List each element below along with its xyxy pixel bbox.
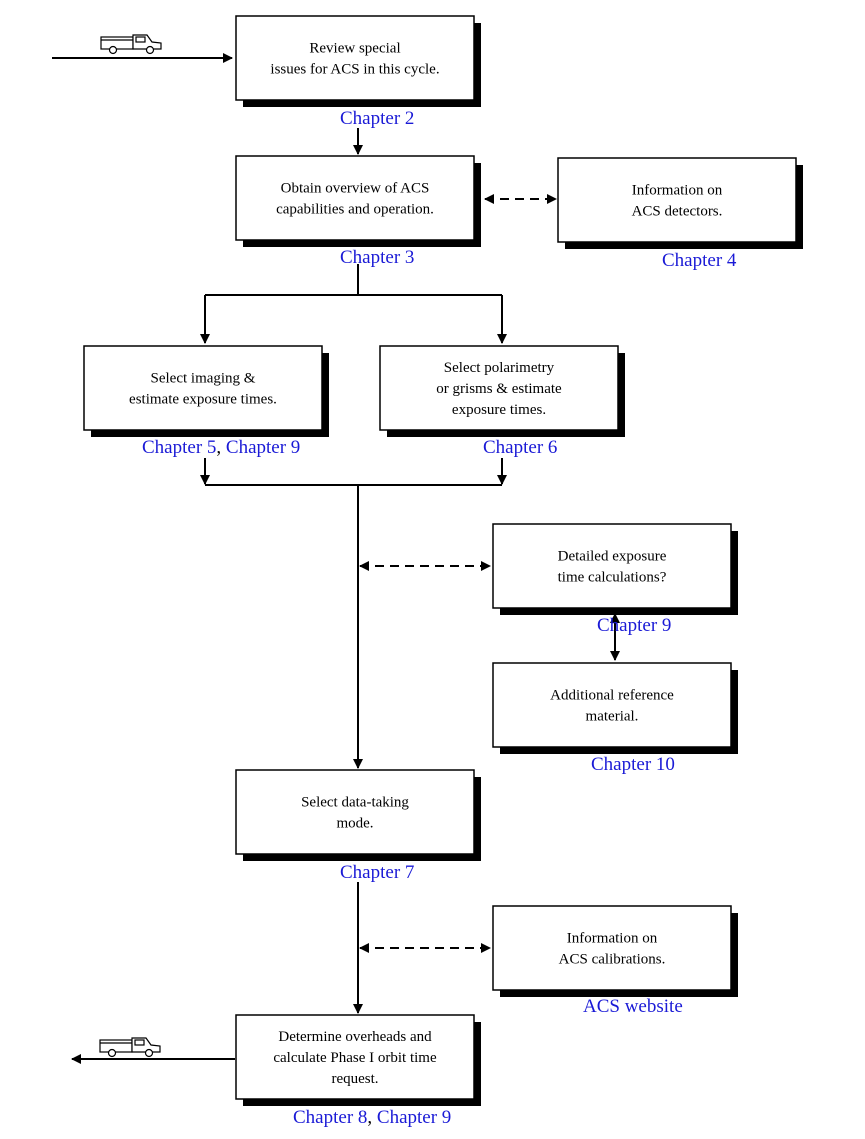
calibrations-reference: ACS website (583, 996, 683, 1017)
connectors (52, 53, 620, 1064)
box-text-line: time calculations? (558, 570, 667, 586)
polarimetry-reference: Chapter 6 (483, 437, 557, 458)
chapter-link[interactable]: Chapter 5 (142, 437, 216, 458)
box-text-line: calculate Phase I orbit time (273, 1050, 437, 1066)
overheads-reference: Chapter 8, Chapter 9 (293, 1107, 451, 1128)
exposure-calc-reference: Chapter 9 (597, 615, 671, 636)
box-frame (492, 905, 732, 991)
box-text-line: capabilities and operation. (276, 202, 434, 218)
box-text-line: or grisms & estimate (436, 381, 562, 397)
detectors-reference: Chapter 4 (662, 250, 737, 271)
overview-box: Obtain overview of ACS capabilities and o… (235, 155, 481, 247)
box-text-line: Additional reference (550, 688, 674, 704)
chapter-link[interactable]: Chapter 9 (377, 1107, 451, 1128)
box-text-line: mode. (336, 816, 373, 832)
box-frame (235, 769, 475, 855)
box-text-line: Detailed exposure (558, 549, 667, 565)
chapter-links: Chapter 2 Chapter 3 Chapter 4 Chapter 5, Ch… (142, 108, 737, 1128)
imaging-reference: Chapter 5, Chapter 9 (142, 437, 300, 458)
data-mode-box: Select data-taking mode. (235, 769, 481, 861)
chapter-link[interactable]: Chapter 6 (483, 437, 557, 458)
detectors-box: Information on ACS detectors. (557, 157, 803, 249)
chapter-link[interactable]: Chapter 10 (591, 754, 675, 775)
chapter-link[interactable]: Chapter 7 (340, 862, 414, 883)
box-text-line: issues for ACS in this cycle. (270, 62, 439, 78)
box-frame (492, 523, 732, 609)
truck-icon (100, 34, 162, 55)
overheads-box: Determine overheads and calculate Phase I… (235, 1014, 481, 1106)
box-frame (557, 157, 797, 243)
box-frame (492, 662, 732, 748)
box-text-line: exposure times. (452, 402, 546, 418)
boxes: Review special issues for ACS in this cyc… (83, 15, 803, 1106)
review-reference: Chapter 2 (340, 108, 414, 129)
box-text-line: Obtain overview of ACS (281, 181, 430, 197)
box-text-line: material. (586, 709, 639, 725)
box-frame (235, 15, 475, 101)
box-text-line: Select polarimetry (444, 360, 555, 376)
box-text-line: Select data-taking (301, 795, 409, 811)
truck-icon (99, 1037, 161, 1058)
polarimetry-box: Select polarimetry or grisms & estimate ex… (379, 345, 625, 437)
review-box: Review special issues for ACS in this cyc… (235, 15, 481, 107)
box-frame (83, 345, 323, 431)
chapter-link[interactable]: Chapter 8 (293, 1107, 367, 1128)
calibrations-box: Information on ACS calibrations. (492, 905, 738, 997)
box-text-line: Determine overheads and (278, 1029, 432, 1045)
chapter-link[interactable]: Chapter 9 (597, 615, 671, 636)
chapter-link[interactable]: Chapter 3 (340, 247, 414, 268)
box-text-line: ACS calibrations. (559, 952, 666, 968)
box-text-line: request. (331, 1071, 378, 1087)
box-frame (379, 345, 619, 431)
box-frame (235, 1014, 475, 1100)
box-text-line: Information on (567, 931, 658, 947)
link-separator: , (216, 437, 226, 458)
link-separator: , (367, 1107, 377, 1128)
exposure-calc-box: Detailed exposure time calculations? (492, 523, 738, 615)
data-mode-reference: Chapter 7 (340, 862, 414, 883)
chapter-link[interactable]: Chapter 4 (662, 250, 737, 271)
overview-reference: Chapter 3 (340, 247, 414, 268)
reference-box: Additional reference material. (492, 662, 738, 754)
box-text-line: Select imaging & (151, 371, 256, 387)
chapter-link[interactable]: Chapter 9 (226, 437, 300, 458)
box-text-line: Review special (309, 41, 400, 57)
box-frame (235, 155, 475, 241)
chapter-link[interactable]: Chapter 2 (340, 108, 414, 129)
chapter-link[interactable]: ACS website (583, 996, 683, 1017)
box-text-line: ACS detectors. (632, 204, 723, 220)
box-text-line: estimate exposure times. (129, 392, 277, 408)
reference-reference: Chapter 10 (591, 754, 675, 775)
box-text-line: Information on (632, 183, 723, 199)
imaging-box: Select imaging & estimate exposure times. (83, 345, 329, 437)
